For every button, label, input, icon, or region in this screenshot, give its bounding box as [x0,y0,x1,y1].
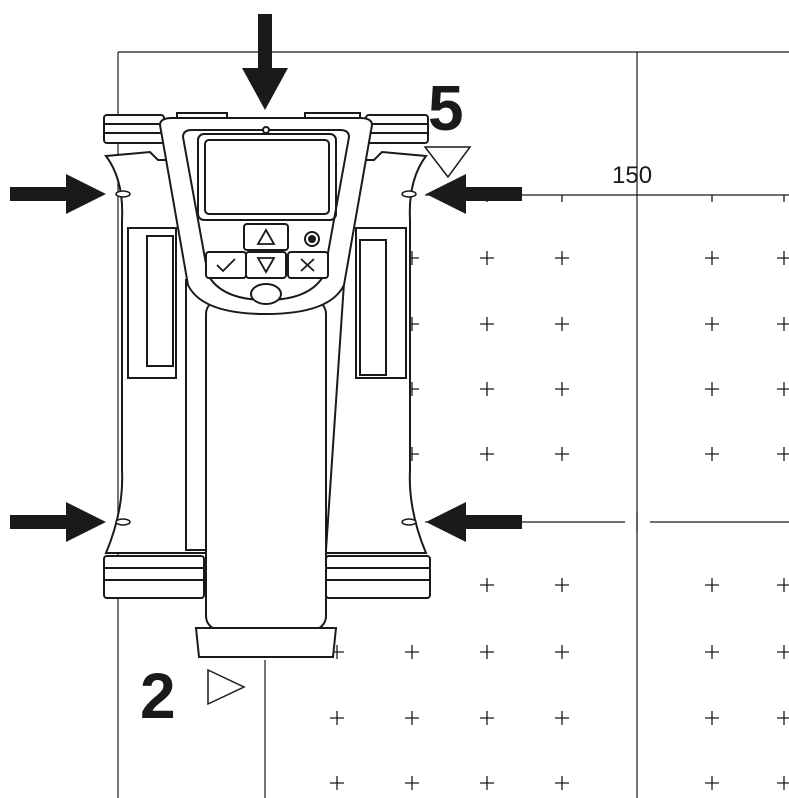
plus-mark [405,711,419,725]
plus-mark [777,447,789,461]
plus-mark [705,251,719,265]
plus-mark [705,645,719,659]
dimension-label: 150 [612,162,652,189]
plus-mark [555,447,569,461]
plus-mark [480,447,494,461]
button-glyphs [216,228,315,274]
plus-mark [330,711,344,725]
arrow-right-top-icon [10,174,106,214]
plus-mark [777,251,789,265]
plus-mark [777,711,789,725]
scan-button[interactable] [250,283,282,305]
up-button[interactable] [243,223,289,251]
plus-mark [480,578,494,592]
triangle-right-icon [207,668,246,706]
plus-mark [480,317,494,331]
plus-mark [705,776,719,790]
plus-mark [480,251,494,265]
grip [205,299,327,631]
plus-mark [405,645,419,659]
scanner-device [103,112,431,658]
display-screen [204,139,330,215]
power-button-inner [308,235,316,243]
plus-mark [480,711,494,725]
plus-mark [405,776,419,790]
display-bezel [197,133,337,221]
plus-marks [330,195,789,790]
top-rail-left [103,114,165,144]
plus-mark [480,645,494,659]
plus-mark [555,711,569,725]
left-side-window [146,235,174,367]
plus-mark [705,578,719,592]
arrow-left-top-icon [426,174,522,214]
arrow-right-bottom-icon [10,502,106,542]
plus-mark [705,711,719,725]
notch-top-left [115,190,131,198]
bottom-rail-right [325,555,431,599]
plus-mark [480,776,494,790]
plus-mark [555,382,569,396]
plus-mark [555,317,569,331]
check-icon [216,258,236,273]
arrow-left-bottom-icon [426,502,522,542]
plus-mark [777,382,789,396]
notch-top-right [401,190,417,198]
arrows [10,14,522,542]
close-icon [300,258,315,272]
down-button[interactable] [245,251,287,279]
plus-mark [777,578,789,592]
notch-bottom-left [115,518,131,526]
plus-mark [480,382,494,396]
right-side-window [359,239,387,376]
side-notches [115,190,417,526]
plus-mark [777,776,789,790]
plus-mark [705,447,719,461]
ok-button[interactable] [205,251,247,279]
plus-mark [330,776,344,790]
plus-mark [777,645,789,659]
arrow-down-icon [242,14,288,110]
step-number-bottom: 2 [140,660,176,732]
bottom-rail-left [103,555,205,599]
plus-mark [555,645,569,659]
grip-end [194,627,338,658]
plus-mark [705,317,719,331]
top-rail-right [365,114,429,144]
down-arrow-icon [256,257,276,274]
plus-mark [555,578,569,592]
notch-bottom-right [401,518,417,526]
plus-mark [777,317,789,331]
plus-mark [705,382,719,396]
plus-mark [555,251,569,265]
top-sensor-icon [262,126,270,134]
up-arrow-icon [256,228,276,245]
plus-mark [555,776,569,790]
step-number-top: 5 [428,72,464,144]
triangle-down-icon [423,146,472,179]
